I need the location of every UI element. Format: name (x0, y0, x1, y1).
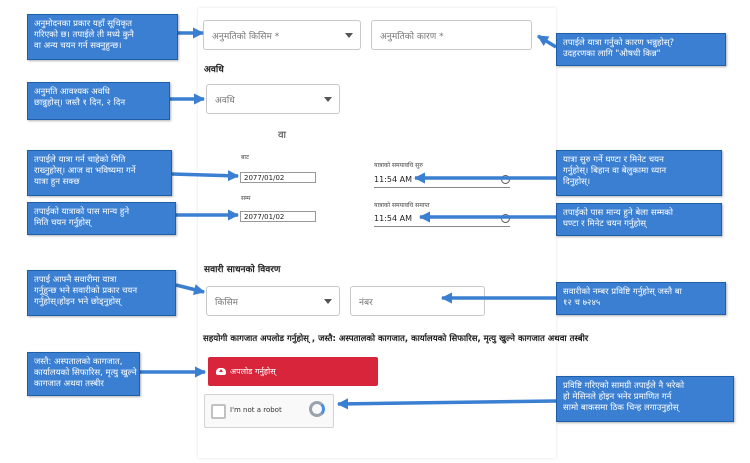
duration-label: अवधि (204, 65, 224, 75)
to-date-label: सम्म (241, 195, 251, 202)
or-separator: वा (278, 130, 287, 141)
end-time-value: 11:54 AM (374, 214, 412, 223)
end-time-label: यात्राको समयावधि समाप्त (374, 202, 430, 209)
vehicle-heading: सवारी साधनको विवरण (204, 265, 281, 275)
from-date-value: 2077/01/02 (244, 173, 285, 182)
recaptcha-logo-icon (309, 401, 325, 417)
callout-start-time: यात्रा सुरु गर्ने घण्टा र मिनेट चयन गर्न… (556, 150, 722, 196)
callout-permit-type: अनुमोदनका प्रकार यहाँ सूचिकृत गरिएको छ। … (27, 14, 178, 60)
recaptcha-widget: I'm not a robot (204, 394, 334, 428)
chevron-down-icon (324, 299, 332, 304)
duration-select[interactable]: अवधि (206, 84, 340, 114)
from-date-input[interactable]: 2077/01/02 (240, 172, 316, 183)
vehicle-number-placeholder: नंबर (359, 297, 373, 308)
to-date-value: 2077/01/02 (244, 212, 285, 221)
captcha-checkbox[interactable] (211, 404, 226, 419)
callout-from-date: तपाईले यात्रा गर्न चाहेको मिति राख्नुहोस… (27, 150, 172, 196)
callout-end-time: तपाईको पास मान्य हुने बेला सम्मको घण्टा … (556, 203, 722, 236)
vehicle-number-input[interactable]: नंबर (350, 286, 485, 316)
start-time-input[interactable]: 11:54 AM (374, 172, 510, 188)
to-date-input[interactable]: 2077/01/02 (240, 211, 316, 222)
vehicle-type-select[interactable]: किसिम (206, 286, 340, 316)
captcha-label: I'm not a robot (230, 406, 282, 414)
callout-captcha: प्रविष्टि गरिएको सामग्री तपाईले नै भरेको… (556, 376, 734, 422)
duration-placeholder: अवधि (215, 95, 235, 106)
start-time-label: यात्राको समयावधि सुरु (374, 162, 423, 169)
from-date-label: बाट (241, 154, 250, 161)
clock-icon[interactable] (501, 175, 510, 184)
vehicle-type-placeholder: किसिम (215, 297, 239, 308)
permit-form (198, 8, 556, 458)
callout-vehicle-number: सवारीको नम्बर प्रविष्टि गर्नुहोस् जस्तै … (556, 282, 726, 315)
chevron-down-icon (324, 97, 332, 102)
clock-icon[interactable] (501, 214, 510, 223)
cloud-upload-icon (216, 368, 226, 375)
upload-button[interactable]: अपलोड गर्नुहोस् (208, 357, 378, 386)
end-time-input[interactable]: 11:54 AM (374, 211, 510, 227)
callout-to-date: तपाईको यात्राको पास मान्य हुने मिति चयन … (27, 202, 176, 235)
document-note: सहयोगी कागजात अपलोड गर्नुहोस् , जस्तै: अ… (203, 334, 589, 344)
permit-type-select[interactable]: अनुमतिको किसिम * (203, 20, 361, 50)
upload-button-label: अपलोड गर्नुहोस् (230, 367, 276, 376)
callout-duration: अनुमति आवश्यक अवधि छान्नुहोस्। जस्तै १ द… (27, 82, 170, 120)
callout-permit-reason: तपाईले यात्रा गर्नुको कारण भन्नुहोस्? उद… (556, 33, 726, 66)
permit-type-placeholder: अनुमतिको किसिम * (212, 31, 280, 42)
callout-vehicle-type: तपाई आफ्नै सवारीमा यात्रा गर्नुहुन्छ भने… (27, 270, 176, 316)
start-time-value: 11:54 AM (374, 175, 412, 184)
chevron-down-icon (345, 33, 353, 38)
callout-documents: जस्तै: अस्पतालको कागजात, कार्यालयको सिफा… (27, 352, 140, 396)
permit-reason-placeholder: अनुमतिको कारण * (380, 31, 444, 42)
permit-reason-input[interactable]: अनुमतिको कारण * (371, 20, 532, 50)
